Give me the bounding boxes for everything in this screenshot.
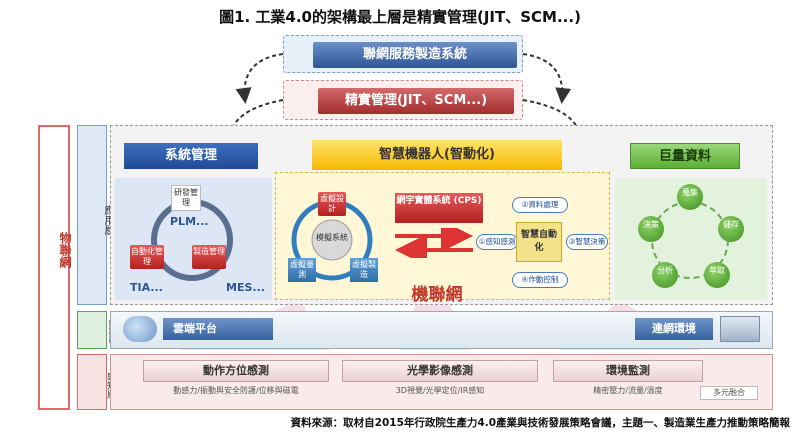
cps-box: 網宇實體系統 (CPS)	[395, 193, 483, 223]
cloud-icon	[123, 316, 157, 342]
application-layer-label: 應用層	[102, 205, 113, 235]
application-layer-frame	[77, 125, 107, 305]
devices-icon	[720, 316, 760, 342]
loop-arrow-right-top	[522, 53, 572, 104]
collect-node: 蒐集	[677, 184, 703, 210]
motion-sensing-sub: 動感力/振動與安全防護/位移與磁電	[173, 386, 299, 395]
analyze-node: 分析	[652, 262, 678, 288]
data-processing-node: ②資料處理	[512, 197, 568, 213]
smart-robot-box: 智慧機器人(智動化)	[312, 140, 562, 170]
optical-sensing-sub: 3D視覺/光學定位/IR感知	[395, 386, 485, 395]
virtual-mfg-node: 虛擬製造	[350, 258, 378, 282]
source-note: 資料來源：取材自2015年行政院生產力4.0產業與技術發展策略會議，主題一、製造…	[290, 417, 790, 429]
action-control-node: ④作動控制	[512, 272, 568, 288]
multi-fusion-box: 多元融合	[700, 386, 758, 400]
iot-layer-label: 物聯網	[58, 232, 72, 268]
plm-label: PLM...	[170, 215, 209, 228]
cps-arrows	[395, 228, 473, 258]
virtual-design-node: 虛擬設計	[318, 192, 346, 216]
mes-label: MES...	[226, 281, 265, 294]
optical-sensing-box: 光學影像感測	[342, 360, 538, 382]
network-layer-frame	[77, 311, 107, 349]
environment-sensing-sub: 精密壓力/流量/溫度	[593, 386, 663, 395]
extract-node: 萃取	[704, 262, 730, 288]
loop-arrow-left-top	[235, 53, 284, 104]
service-system-box: 聯網服務製造系統	[313, 42, 517, 68]
smart-automation-center: 智慧自動化	[516, 222, 562, 262]
simulation-system-node: 模擬系統	[316, 233, 348, 242]
tia-label: TIA...	[130, 281, 163, 294]
motion-sensing-box: 動作方位感測	[143, 360, 329, 382]
auto-mgmt-node: 自動化管理	[130, 245, 164, 269]
sensing-layer-frame	[77, 354, 107, 410]
system-management-box: 系統管理	[124, 143, 258, 169]
smart-decision-node: ③智慧決策	[566, 234, 608, 250]
figure-title: 圖1. 工業4.0的架構最上層是精實管理(JIT、SCM...)	[219, 8, 581, 26]
virtual-measure-node: 虛擬量測	[288, 258, 316, 282]
cloud-platform-box: 雲端平台	[163, 318, 273, 340]
loop-arrow-right-mid	[522, 99, 588, 144]
decide-node: 決策	[638, 216, 664, 242]
mfg-mgmt-node: 製造管理	[192, 245, 226, 269]
sensing-node: ①感知感測	[476, 234, 518, 250]
lean-management-box: 精實管理(JIT、SCM...)	[318, 88, 514, 114]
network-env-box: 連網環境	[635, 318, 713, 340]
big-data-box: 巨量資料	[630, 143, 740, 169]
machine-network-label: 機聯網	[411, 285, 463, 305]
store-node: 儲存	[718, 216, 744, 242]
dev-mgmt-node: 研發管理	[171, 185, 201, 211]
iot-layer-frame	[38, 125, 70, 410]
environment-sensing-box: 環境監測	[553, 360, 703, 382]
